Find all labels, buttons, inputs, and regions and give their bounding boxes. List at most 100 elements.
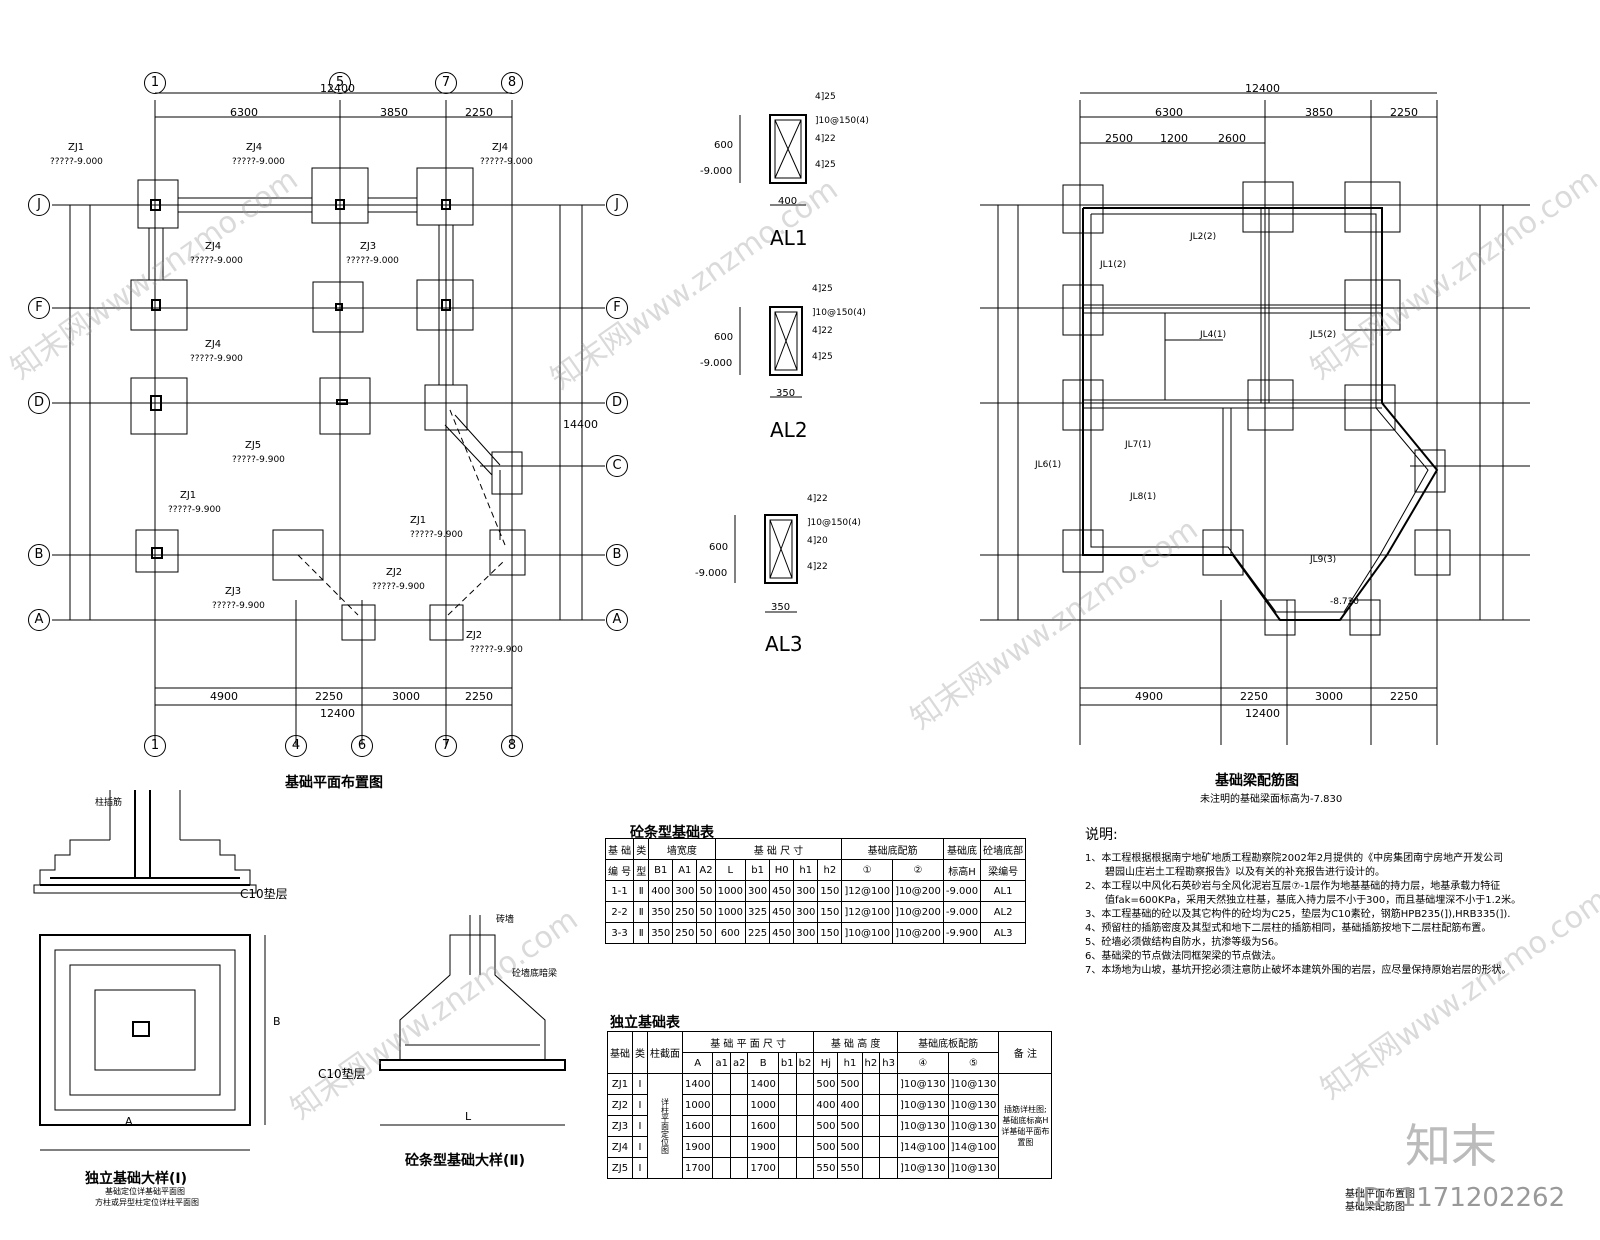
table-cell: 225 [745, 922, 771, 944]
axis-8-bottom: 8 [501, 735, 523, 757]
table-cell: 250 [672, 922, 698, 944]
table-cell: 1000 [747, 1094, 779, 1116]
plan2-inner-dim-1: 2500 [1105, 132, 1133, 145]
section-AL1-bar: 4]22 [815, 134, 836, 144]
title-block-line: 基础平面布置图 [1345, 1189, 1415, 1200]
isolated-foundation-table: 基础 类 柱截面 基 础 平 面 尺 寸 基 础 高 度 基础底板配筋 备 注 … [607, 1031, 1053, 1179]
table-header: B1 [648, 859, 674, 881]
axis-F-right: F [606, 297, 628, 319]
section-AL3-bar: ]10@150(4) [807, 518, 861, 528]
table-cell: 50 [696, 901, 716, 923]
table-header: ④ [896, 1052, 949, 1074]
table-cell: ZJ3 [607, 1115, 633, 1137]
axis-7-bottom: 7 [435, 735, 457, 757]
footing-elev: ?????-9.900 [232, 455, 285, 465]
plan1-title: 基础平面布置图 [285, 775, 383, 791]
axis-8-top: 8 [501, 72, 523, 94]
table-cell: 1900 [681, 1136, 714, 1158]
table-header: 基础底 [942, 838, 982, 860]
plan1-bottom-dim-1: 4900 [210, 690, 238, 703]
beam-label: JL8(1) [1130, 492, 1157, 502]
svg-text:知末网www.znzmo.com: 知末网www.znzmo.com [545, 172, 845, 397]
table-cell: Ⅰ [632, 1094, 648, 1116]
table-cell: 500 [837, 1136, 863, 1158]
plan2-bottom-dim-1: 4900 [1135, 690, 1163, 703]
footing-label: ZJ2 [466, 630, 483, 641]
footing-label: ZJ5 [245, 440, 262, 451]
table-header: a1 [712, 1052, 731, 1074]
section-AL2-elev: -9.000 [700, 358, 733, 369]
table-cell: 400 [813, 1094, 839, 1116]
axis-B-right: B [606, 544, 628, 566]
design-notes: 说明: 1、本工程根据根据南宁地矿地质工程勘察院2002年2月提供的《中房集团南… [1085, 828, 1521, 978]
table-cell: 500 [813, 1115, 839, 1137]
note-line: 2、本工程以中风化石英砂岩与全风化泥岩互层⑦-1层作为地基基础的持力层，地基承载… [1085, 881, 1501, 892]
plan2-bottom-dim-4: 2250 [1390, 690, 1418, 703]
table-cell: -9.000 [942, 901, 982, 923]
detail2-title: 砼条型基础大样(Ⅱ) [405, 1153, 526, 1169]
table-cell: ]10@200 [892, 901, 944, 923]
axis-D-right: D [606, 392, 628, 414]
table-cell: 2-2 [604, 901, 635, 923]
plan2-inner-dim-2: 1200 [1160, 132, 1188, 145]
table-cell: 450 [769, 880, 795, 902]
table-header: b1 [745, 859, 771, 881]
section-AL1-title: AL1 [770, 226, 808, 250]
table-cell: 250 [672, 901, 698, 923]
table-cell: ]10@130 [896, 1094, 949, 1116]
detail2-label: L [465, 1110, 472, 1123]
footing-label: ZJ2 [386, 567, 403, 578]
table-header: 标高H [942, 859, 982, 881]
table-cell: Ⅰ [632, 1136, 648, 1158]
table-cell: 1700 [747, 1157, 779, 1179]
section-AL1-bar: 4]25 [815, 92, 836, 102]
footing-label: ZJ4 [205, 241, 222, 252]
table-header: ② [892, 859, 944, 881]
detail1-subtitle: 方柱或异型柱定位详柱平面图 [95, 1198, 199, 1207]
table-cell: 300 [672, 880, 698, 902]
table-cell: ]10@130 [947, 1157, 1000, 1179]
table-header: 基 础 尺 寸 [714, 838, 843, 860]
axis-5-top: 5 [329, 72, 351, 94]
table-header: H0 [769, 859, 795, 881]
footing-label: ZJ1 [68, 142, 85, 153]
table-cell: 300 [745, 880, 771, 902]
footing-label: ZJ4 [205, 339, 222, 350]
table-cell: 550 [837, 1157, 863, 1179]
plan1-top-dim-1: 6300 [230, 106, 258, 119]
axis-F: F [28, 297, 50, 319]
detail1-title: 独立基础大样(Ⅰ) [85, 1171, 188, 1187]
table-cell: ]10@130 [947, 1094, 1000, 1116]
beam-label: JL9(3) [1310, 555, 1337, 565]
table-header: 砼墙底部 [980, 838, 1027, 860]
table-cell: 1900 [747, 1136, 779, 1158]
beam-label: JL6(1) [1035, 460, 1062, 470]
footing-elev: ?????-9.900 [410, 530, 463, 540]
section-AL2-width: 350 [776, 388, 796, 399]
table-header: 基础底配筋 [841, 838, 944, 860]
detail2-label: C10垫层 [318, 1067, 366, 1081]
table-header: a2 [729, 1052, 749, 1074]
note-line: 5、砼墙必须做结构自防水，抗渗等级为S6。 [1085, 937, 1285, 948]
detail1-label: 柱插筋 [95, 798, 123, 808]
plan2-top-dim-2: 3850 [1305, 106, 1333, 119]
table-header: 基础底板配筋 [896, 1031, 1000, 1053]
axis-1-top: 1 [144, 72, 166, 94]
detail2-label: 砼墙底暗梁 [512, 969, 558, 979]
footing-label: ZJ3 [360, 241, 377, 252]
table-cell: AL2 [980, 901, 1027, 923]
iso-table-title: 独立基础表 [610, 1015, 680, 1031]
table-cell: 325 [745, 901, 771, 923]
section-AL3-elev: -9.000 [695, 568, 728, 579]
isolated-footing-detail [33, 790, 266, 1151]
footing-elev: ?????-9.000 [480, 157, 533, 167]
table-header: h2 [817, 859, 843, 881]
table-header: 基 础 平 面 尺 寸 [681, 1031, 815, 1053]
section-AL1-height: 600 [714, 140, 734, 151]
section-AL3-width: 350 [771, 602, 791, 613]
table-header: A [681, 1052, 714, 1074]
